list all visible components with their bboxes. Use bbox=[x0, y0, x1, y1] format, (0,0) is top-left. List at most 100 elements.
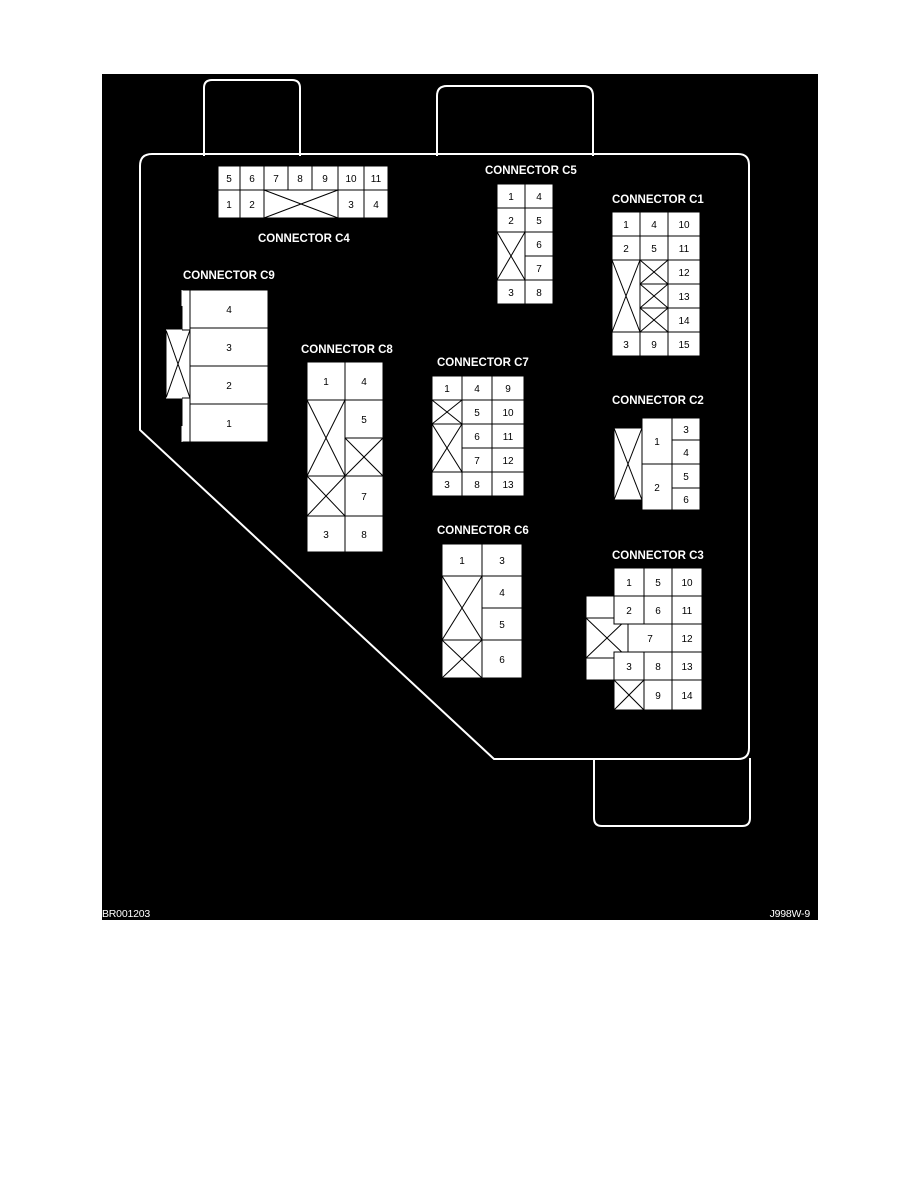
pin-cavity-c5: 1 bbox=[496, 183, 526, 209]
pin-cavity-c8: 1 bbox=[306, 361, 346, 401]
connector-label-c2: CONNECTOR C2 bbox=[612, 395, 704, 407]
pin-number: 8 bbox=[655, 662, 661, 673]
pin-number: 8 bbox=[536, 288, 542, 299]
blocked-cavity bbox=[344, 437, 384, 477]
pin-number: 7 bbox=[536, 264, 542, 275]
pin-cavity-c1: 12 bbox=[667, 259, 701, 285]
pin-cavity-c3: 9 bbox=[643, 679, 673, 711]
pin-cell bbox=[481, 543, 523, 577]
pin-cavity-c3: 13 bbox=[671, 651, 703, 681]
pin-number: 1 bbox=[508, 192, 514, 203]
pin-number: 1 bbox=[226, 200, 232, 211]
pin-number: 3 bbox=[626, 662, 632, 673]
pin-cavity-c2: 6 bbox=[671, 487, 701, 511]
pin-cavity-c4: 9 bbox=[311, 165, 339, 191]
pin-number: 1 bbox=[626, 578, 632, 589]
pin-cavity-c9: 1 bbox=[189, 403, 269, 443]
pin-number: 14 bbox=[678, 316, 690, 327]
pin-cell bbox=[667, 331, 701, 357]
pin-number: 3 bbox=[683, 425, 689, 436]
blocked-cavity bbox=[441, 575, 483, 641]
blocked-cavity-cross bbox=[165, 329, 191, 399]
pin-cavity-c4: 4 bbox=[363, 189, 389, 219]
pin-cell bbox=[496, 183, 526, 209]
connector-label-c4: CONNECTOR C4 bbox=[258, 233, 350, 245]
pin-number: 1 bbox=[459, 556, 465, 567]
pin-cavity-c2: 5 bbox=[671, 463, 701, 489]
connector-label-c3: CONNECTOR C3 bbox=[612, 550, 704, 562]
pin-number: 10 bbox=[678, 220, 690, 231]
blocked-cavity-cross bbox=[431, 399, 463, 425]
pin-cavity-c6: 4 bbox=[481, 575, 523, 609]
pin-cavity-c3: 3 bbox=[613, 651, 645, 681]
pin-cavity-c3: 14 bbox=[671, 679, 703, 711]
blocked-cavity bbox=[613, 427, 643, 501]
pin-cell bbox=[311, 165, 339, 191]
figure-code-right: J998W-9 bbox=[769, 908, 811, 920]
pin-cavity-c1: 13 bbox=[667, 283, 701, 309]
blocked-cavity bbox=[585, 617, 629, 659]
pin-number: 11 bbox=[679, 244, 690, 255]
pin-cell bbox=[671, 679, 703, 711]
pin-number: 9 bbox=[505, 384, 511, 395]
pin-cavity-c5: 3 bbox=[496, 279, 526, 305]
pin-number: 1 bbox=[323, 377, 329, 388]
pin-cell bbox=[611, 235, 641, 261]
pin-cavity-c7: 7 bbox=[461, 447, 493, 473]
pin-cell bbox=[641, 463, 673, 511]
pin-number: 2 bbox=[626, 606, 632, 617]
pin-cell bbox=[363, 165, 389, 191]
pin-number: 2 bbox=[623, 244, 629, 255]
pin-cell bbox=[613, 567, 645, 597]
pin-number: 3 bbox=[226, 343, 232, 354]
pin-number: 5 bbox=[226, 174, 232, 185]
connector-label-c9: CONNECTOR C9 bbox=[183, 270, 275, 282]
pin-number: 3 bbox=[623, 340, 629, 351]
pin-number: 6 bbox=[536, 240, 542, 251]
pin-cell bbox=[667, 259, 701, 285]
pin-number: 13 bbox=[502, 480, 514, 491]
blocked-cavity bbox=[611, 259, 641, 333]
pin-cavity-c5: 2 bbox=[496, 207, 526, 233]
connector-label-c6: CONNECTOR C6 bbox=[437, 525, 529, 537]
pin-number: 10 bbox=[502, 408, 514, 419]
pin-cavity-c3: 7 bbox=[627, 623, 673, 653]
pin-cavity-c3: 11 bbox=[671, 595, 703, 625]
blocked-cavity-cross bbox=[441, 639, 483, 679]
blocked-cavity-cross bbox=[613, 679, 645, 711]
pin-cavity-c6: 1 bbox=[441, 543, 483, 577]
pin-number: 12 bbox=[502, 456, 514, 467]
pin-cavity-c1: 2 bbox=[611, 235, 641, 261]
pin-number: 10 bbox=[681, 578, 693, 589]
blocked-cavity bbox=[306, 399, 346, 477]
pin-cavity-c7: 3 bbox=[431, 471, 463, 497]
pin-cavity-c7: 10 bbox=[491, 399, 525, 425]
pin-number: 15 bbox=[678, 340, 690, 351]
pin-number: 12 bbox=[678, 268, 690, 279]
pin-number: 6 bbox=[655, 606, 661, 617]
pin-cavity-c3: 2 bbox=[613, 595, 645, 625]
pin-cell bbox=[641, 417, 673, 465]
pin-cavity-c3: 6 bbox=[643, 595, 673, 625]
pin-number: 9 bbox=[322, 174, 328, 185]
pin-cell bbox=[639, 235, 669, 261]
pin-cell bbox=[481, 607, 523, 641]
blocked-cavity-cross bbox=[496, 231, 526, 281]
pin-number: 1 bbox=[654, 437, 660, 448]
pin-cavity-c7: 1 bbox=[431, 375, 463, 401]
pin-cavity-c3: 5 bbox=[643, 567, 673, 597]
pin-number: 3 bbox=[508, 288, 514, 299]
pin-cavity-c1: 15 bbox=[667, 331, 701, 357]
pin-cell bbox=[189, 403, 269, 443]
pin-number: 4 bbox=[651, 220, 657, 231]
pin-number: 4 bbox=[226, 305, 232, 316]
pin-number: 4 bbox=[361, 377, 367, 388]
blocked-cavity-cross bbox=[611, 259, 641, 333]
pin-cell bbox=[441, 543, 483, 577]
pin-cavity-c4: 6 bbox=[239, 165, 265, 191]
pin-cell bbox=[491, 399, 525, 425]
pin-cavity-c8: 8 bbox=[344, 515, 384, 553]
pin-number: 8 bbox=[474, 480, 480, 491]
pin-cavity-c7: 6 bbox=[461, 423, 493, 449]
